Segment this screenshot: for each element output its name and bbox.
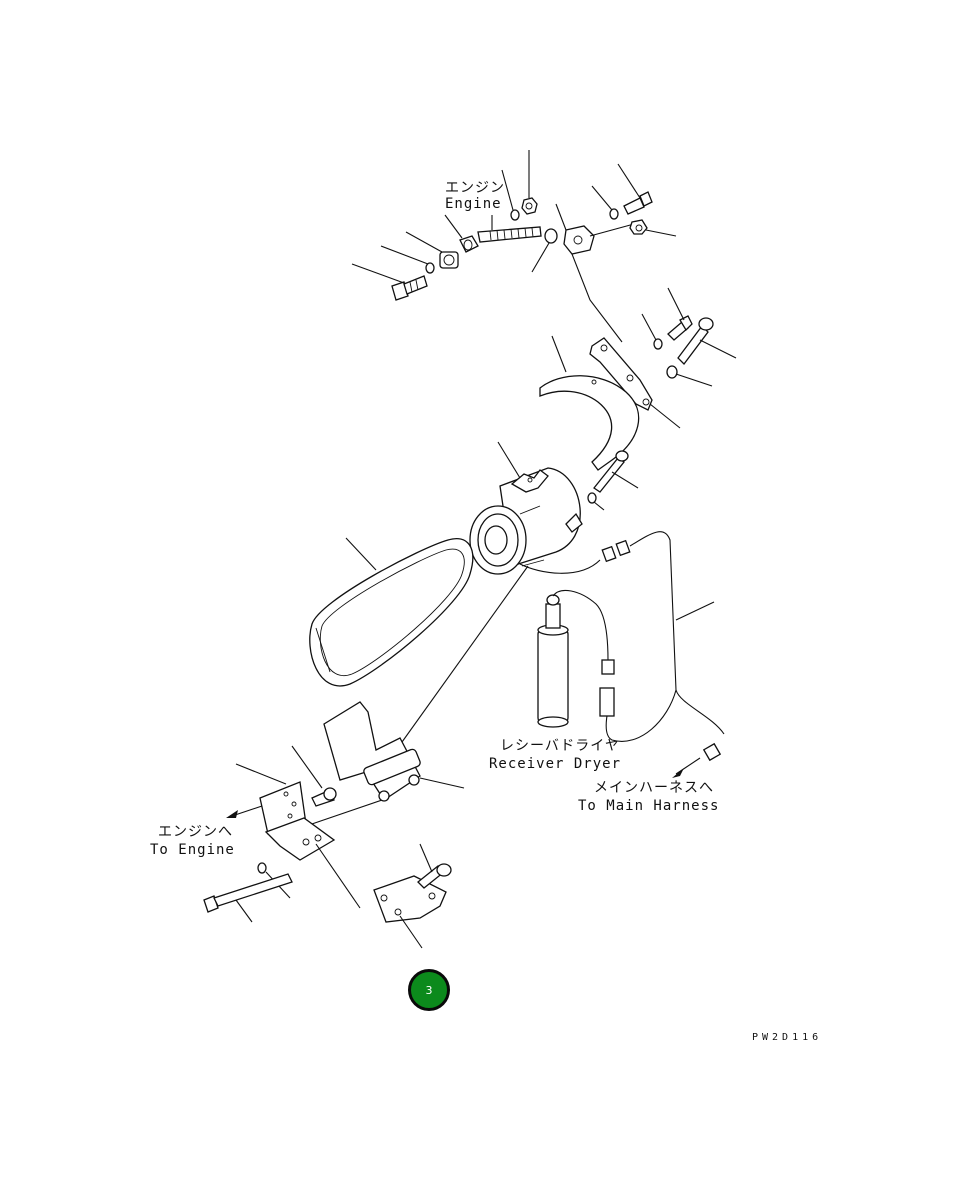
- leader-line: [675, 601, 715, 621]
- leader-line: [699, 339, 737, 359]
- top-hardware-group: エンジン Engine: [351, 150, 677, 301]
- leader-line: [617, 163, 641, 199]
- leader-line: [591, 185, 613, 211]
- bolt-bracket: [667, 315, 693, 341]
- assembly-line: [305, 799, 383, 827]
- stud-bolt: [477, 226, 542, 243]
- leader-line: [555, 203, 567, 231]
- leader-line: [380, 245, 429, 265]
- bolt-right: [623, 191, 653, 215]
- leader-line: [497, 441, 521, 479]
- harness-label-jp: メインハーネスへ: [594, 780, 714, 796]
- assembly-line: [315, 843, 361, 909]
- leader-line: [345, 537, 377, 571]
- bolt-plate-right: [417, 863, 452, 889]
- wire-harness: [519, 531, 725, 762]
- leader-line: [291, 745, 323, 789]
- mount-link: [264, 817, 336, 861]
- clamp-block: [563, 225, 595, 255]
- receiver-dryer: [537, 589, 615, 728]
- leader-line: [611, 471, 639, 489]
- nut-mid: [544, 228, 558, 244]
- lower-tensioner-bracket: [323, 701, 421, 802]
- leader-line: [649, 403, 681, 429]
- leader-line: [351, 263, 405, 284]
- receiver-label-en: Receiver Dryer: [489, 756, 621, 772]
- leader-line: [645, 229, 677, 237]
- washer-lower: [587, 492, 597, 504]
- washer-top: [510, 209, 520, 221]
- page-number-badge[interactable]: 3: [408, 969, 450, 1011]
- washer-bottom: [257, 862, 267, 874]
- assembly-line: [571, 253, 623, 343]
- assembly-line: [391, 565, 529, 757]
- bolt-lower-left: [311, 787, 337, 807]
- engine-label-en: Engine: [445, 196, 502, 212]
- leader-line: [399, 915, 423, 949]
- long-bolt-lower: [593, 450, 629, 493]
- leader-line: [235, 899, 253, 923]
- engine-bottom-label-jp: エンジンへ: [158, 824, 233, 840]
- receiver-label-jp: レシーバドライヤ: [500, 738, 620, 754]
- drive-belt: [309, 538, 474, 687]
- leader-line: [641, 313, 657, 341]
- leader-line: [667, 287, 685, 321]
- spacer-collar: [439, 251, 459, 269]
- washer-right: [609, 208, 619, 220]
- long-bolt-bottom: [203, 873, 293, 913]
- nut-right: [629, 219, 648, 235]
- leader-line: [419, 777, 465, 789]
- engine-label-jp: エンジン: [445, 180, 505, 196]
- engine-bottom-label-en: To Engine: [150, 842, 235, 858]
- leader-line: [405, 231, 443, 253]
- mount-plate-right: [373, 875, 447, 923]
- leader-line: [551, 335, 567, 373]
- harness-arrow: [672, 757, 701, 778]
- rod-end: [459, 235, 479, 253]
- arrow-to-engine: [226, 805, 263, 818]
- drawing-code: PW2D116: [752, 1032, 822, 1043]
- belt-guard: [539, 375, 640, 471]
- leader-line: [419, 843, 433, 873]
- leader-line: [444, 214, 463, 239]
- bolt-left: [391, 275, 428, 301]
- compressor: [469, 467, 583, 575]
- leader-line: [235, 763, 287, 785]
- harness-label-en: To Main Harness: [578, 798, 719, 814]
- nut-top: [521, 197, 538, 215]
- leader-line: [675, 373, 713, 387]
- washer-upper: [666, 365, 678, 379]
- long-bolt-upper: [677, 317, 714, 365]
- washer-bracket: [653, 338, 663, 350]
- washer-small: [425, 262, 435, 274]
- leader-line: [531, 242, 550, 273]
- leader-line: [501, 169, 514, 211]
- leader-line: [589, 223, 635, 237]
- upper-bracket: [589, 337, 653, 411]
- leader-line: [593, 501, 605, 511]
